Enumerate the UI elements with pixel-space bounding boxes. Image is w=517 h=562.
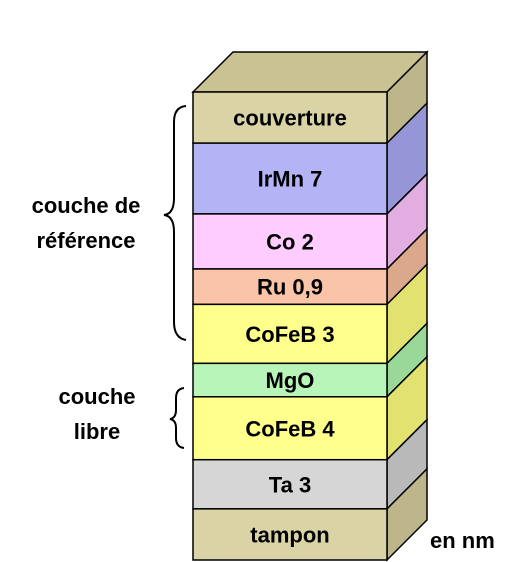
layer-label: Ru 0,9: [257, 275, 323, 300]
layer-label: IrMn 7: [258, 167, 323, 192]
layer-front-face: [192, 303, 388, 365]
layer-label: CoFeB 3: [245, 322, 334, 347]
layer-front-face: [192, 396, 388, 461]
group-labels: couche de référence couche libre: [32, 193, 141, 444]
free-label-line1: couche: [58, 384, 135, 409]
brackets: [163, 105, 187, 449]
reference-label-line1: couche de: [32, 193, 141, 218]
free-bracket: [169, 387, 185, 449]
unit-label: en nm: [430, 528, 495, 553]
layer-front-face: [192, 268, 388, 306]
layer-front-face: [192, 508, 388, 561]
layer-label: MgO: [266, 368, 315, 393]
reference-bracket: [163, 105, 187, 341]
layer-label: couverture: [233, 106, 347, 131]
layer-label: tampon: [250, 522, 329, 547]
layer-label: CoFeB 4: [245, 416, 335, 441]
free-label-line2: libre: [74, 419, 120, 444]
layer-front-face: [192, 213, 388, 270]
layer-front-face: [192, 91, 388, 144]
layer-label: Co 2: [266, 229, 314, 254]
layer-label: Ta 3: [269, 472, 311, 497]
stack-top-face: [191, 51, 429, 93]
reference-label-line2: référence: [36, 228, 135, 253]
